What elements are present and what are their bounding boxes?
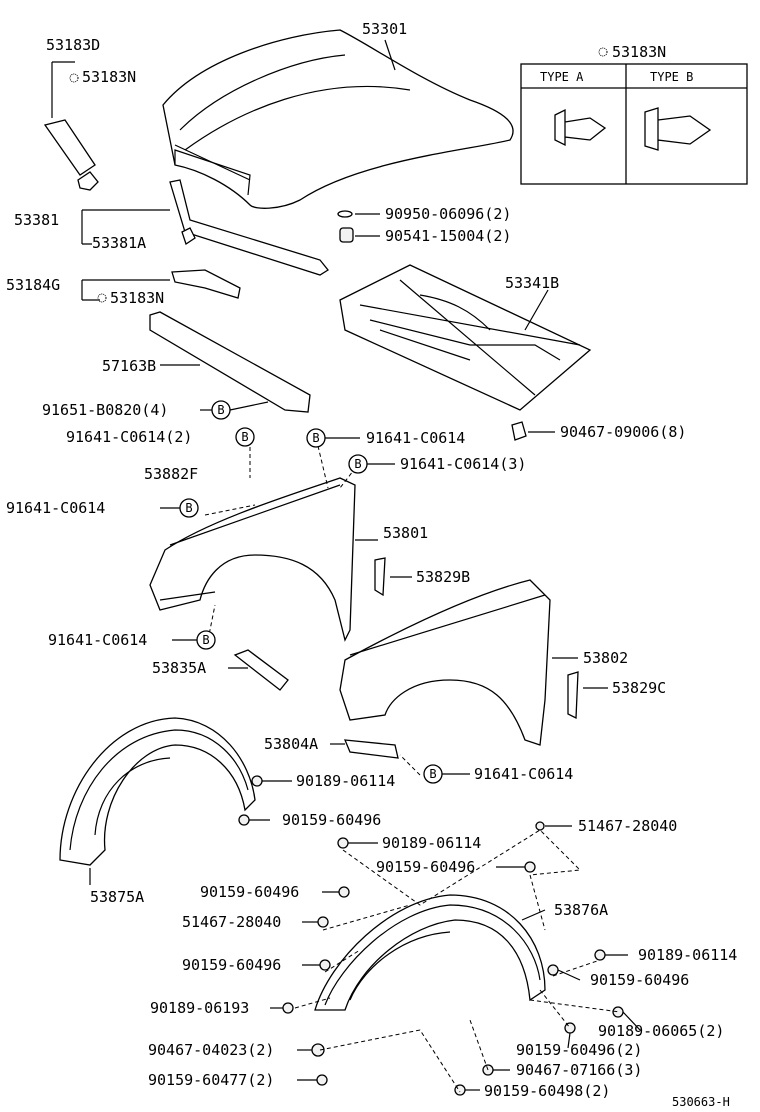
pad-53829C [567,671,579,720]
label-90467-09006: 90467-09006(8) [560,423,686,441]
bracket-53184G [171,269,241,299]
clip-type-box [520,63,748,185]
label-90541-15004: 90541-15004(2) [385,227,511,245]
seal-53804A [343,739,399,759]
label-51467-28040: 51467-28040 [578,817,677,835]
support-57163B [149,311,311,413]
bracket-line [81,209,170,245]
label-91641-C0614-3: 91641-C0614(3) [400,455,526,473]
label-91641-C0614: 91641-C0614 [48,631,147,649]
svg-text:B: B [217,403,224,417]
label-90189-06065: 90189-06065(2) [598,1022,724,1040]
label-90159-60496: 90159-60496 [200,883,299,901]
svg-text:B: B [312,431,319,445]
label-53835A: 53835A [152,659,206,677]
label-90159-60496-2: 90159-60496(2) [516,1041,642,1059]
label-53882F: 53882F [144,465,198,483]
svg-text:B: B [185,501,192,515]
liner-53875A [59,717,256,866]
label-90189-06193: 90189-06193 [150,999,249,1017]
bracket-53183D [43,61,99,191]
label-53183N: 53183N [612,43,666,61]
svg-text:B: B [354,457,361,471]
svg-text:B: B [202,633,209,647]
liner-53876A [314,894,546,1011]
pad-53829B [374,557,386,597]
dashed-links [204,440,621,1093]
label-91641-C0614: 91641-C0614 [366,429,465,447]
label-53829B: 53829B [416,568,470,586]
label-90159-60477: 90159-60477(2) [148,1071,274,1089]
label-91641-C0614: 91641-C0614 [6,499,105,517]
label-53804A: 53804A [264,735,318,753]
figure-code: 530663-H [672,1095,730,1109]
label-53801: 53801 [383,524,428,542]
fender-53802 [339,579,551,746]
label-53876A: 53876A [554,901,608,919]
label-90189-06114: 90189-06114 [638,946,737,964]
label-90159-60498: 90159-60498(2) [484,1082,610,1100]
label-53183N: 53183N [82,68,136,86]
label-90950-06096: 90950-06096(2) [385,205,511,223]
label-51467-28040: 51467-28040 [182,913,281,931]
label-90159-60496: 90159-60496 [590,971,689,989]
nut-90541 [339,227,354,243]
leader [384,39,396,71]
label-91651-B0820: 91651-B0820(4) [42,401,168,419]
label-57163B: 57163B [102,357,156,375]
label-91641-C0614: 91641-C0614 [474,765,573,783]
leader [524,289,549,331]
label-53802: 53802 [583,649,628,667]
label-53183D: 53183D [46,36,100,54]
label-90159-60496: 90159-60496 [182,956,281,974]
label-90467-04023: 90467-04023(2) [148,1041,274,1059]
label-53301: 53301 [362,20,407,38]
label-53381A: 53381A [92,234,146,252]
label-type-b: TYPE B [650,70,693,84]
label-90159-60496: 90159-60496 [282,811,381,829]
plug-90950 [337,210,353,218]
label-53381: 53381 [14,211,59,229]
svg-text:B: B [429,767,436,781]
label-53875A: 53875A [90,888,144,906]
insulator-53341B [339,264,592,411]
leader [521,909,546,921]
label-91641-C0614-2: 91641-C0614(2) [66,428,192,446]
label-90189-06114: 90189-06114 [296,772,395,790]
label-type-a: TYPE A [540,70,584,84]
clip-90467-09006 [511,421,527,441]
bracket-line [81,279,170,301]
seal-53835A [233,649,289,691]
label-90189-06114: 90189-06114 [382,834,481,852]
label-53183N: 53183N [110,289,164,307]
fender-53801 [149,477,356,642]
label-leaders [160,401,641,1091]
label-90159-60496: 90159-60496 [376,858,475,876]
svg-text:B: B [241,430,248,444]
label-53829C: 53829C [612,679,666,697]
label-53341B: 53341B [505,274,559,292]
seal-53381 [169,179,329,276]
hood-53301 [162,29,514,209]
star-markers [69,47,608,303]
label-90467-07166: 90467-07166(3) [516,1061,642,1079]
label-53184G: 53184G [6,276,60,294]
part-labels: 53183D 53183N 53301 53183N TYPE A TYPE B… [6,20,737,1109]
